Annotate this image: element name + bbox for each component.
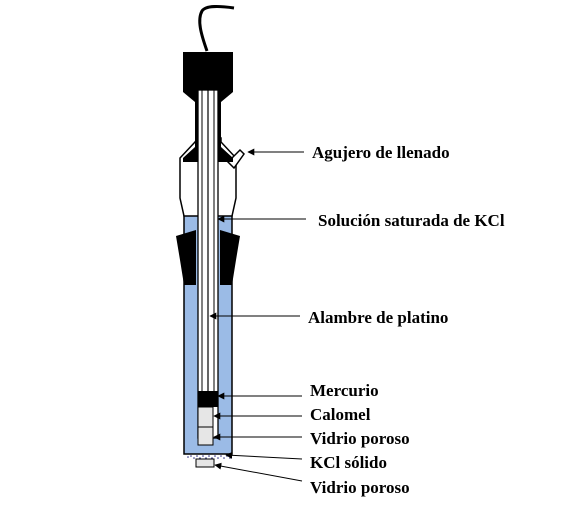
- arrow-kcl-solid: [225, 451, 303, 460]
- mercury-layer: [198, 391, 218, 407]
- arrow-porous-glass-2: [214, 462, 303, 482]
- outer-tube: [183, 200, 233, 455]
- label-porous-glass-1: Vidrio poroso: [310, 429, 410, 448]
- electrode-cable: [198, 4, 235, 52]
- label-kcl-solid: KCl sólido: [310, 453, 387, 472]
- label-kcl-solution: Solución saturada de KCl: [318, 211, 505, 230]
- label-mercury: Mercurio: [310, 381, 379, 400]
- label-porous-glass-2: Vidrio poroso: [310, 478, 410, 497]
- filling-hole-arm: [226, 148, 245, 170]
- rubber-sleeve-right: [220, 230, 240, 285]
- rubber-sleeve-left: [176, 230, 196, 285]
- porous-glass-bottom: [195, 458, 215, 468]
- label-filling-hole: Agujero de llenado: [312, 143, 450, 162]
- porous-glass-inner: [197, 426, 214, 446]
- label-platinum-wire: Alambre de platino: [308, 308, 448, 327]
- calomel-layer: [197, 406, 214, 428]
- label-calomel: Calomel: [310, 405, 371, 424]
- kcl-solid-crystals: [187, 455, 231, 459]
